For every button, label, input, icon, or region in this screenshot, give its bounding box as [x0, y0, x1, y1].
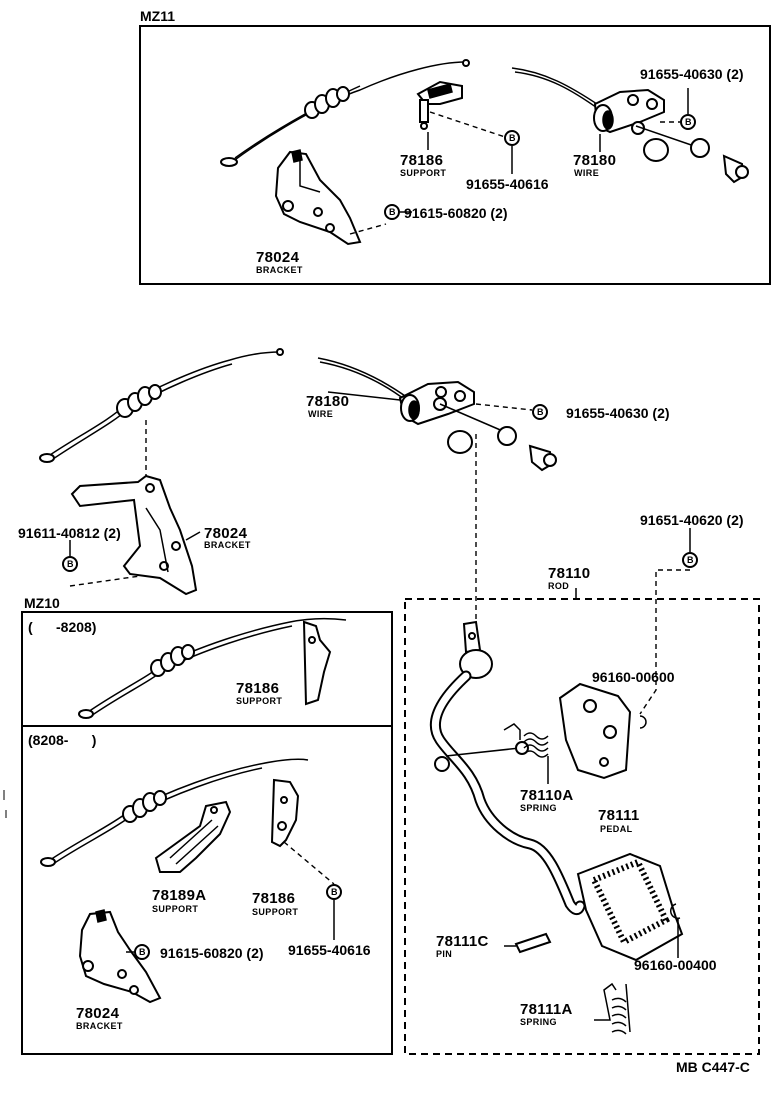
main-bolt-a-part-number: 91655-40630 (2)	[566, 405, 670, 421]
mz10-range-early: ( -8208)	[28, 619, 97, 635]
pin-part-number: 78111C	[436, 933, 489, 950]
main-bracket-part-name: BRACKET	[204, 540, 251, 550]
mz11-bolt-c-part-number: 91615-60820 (2)	[404, 205, 508, 221]
main-bolt-c-part-number: 91651-40620 (2)	[640, 512, 744, 528]
rod-78110	[429, 620, 586, 916]
mz11-support-part-number: 78186	[400, 152, 444, 169]
clip-96160-00600-bracket	[558, 682, 647, 780]
mz11-wire-78180	[511, 67, 749, 184]
main-leader-wire-label	[327, 391, 401, 401]
rod-pedal-frame	[404, 598, 760, 1055]
mz11-support-part-name: SUPPORT	[400, 168, 447, 178]
mz10-support-a-part-number: 78189A	[152, 887, 207, 904]
mz10-early-support-part-name: SUPPORT	[236, 696, 283, 706]
mz11-bolt-mark-b: B	[509, 133, 516, 143]
main-leader-bracket-bolt	[69, 575, 141, 587]
spring-78110a	[503, 723, 549, 784]
mz11-bracket-part-number: 78024	[256, 249, 300, 266]
rod-part-name: ROD	[548, 581, 570, 591]
main-bolt-mark-c: B	[687, 555, 694, 565]
mz10-early-cable	[78, 617, 347, 719]
main-wire-78180	[317, 357, 557, 472]
mz11-bolt-symbol-c	[384, 204, 400, 220]
pedal-part-number: 78111	[598, 807, 640, 824]
rod-part-number: 78110	[548, 565, 591, 582]
mz10-bolt-symbol-a	[134, 944, 150, 960]
section-title-mz11: MZ11	[140, 8, 176, 24]
mz10-early-support-78186	[302, 620, 332, 706]
spring-b-part-number: 78111A	[520, 1001, 573, 1018]
main-wire-part-name: WIRE	[308, 409, 334, 419]
mz11-bolt-mark-a: B	[685, 117, 692, 127]
clip-b-part-number: 96160-00400	[634, 957, 717, 973]
mz10-frame	[21, 611, 393, 1055]
mz11-bolt-symbol-a	[680, 114, 696, 130]
mz11-support-78186	[416, 80, 463, 130]
figure-code: MB C447-C	[676, 1059, 750, 1075]
pedal-78111	[576, 852, 684, 962]
mz11-throttle-cable	[220, 59, 470, 167]
mz10-bolt-mark-b: B	[331, 887, 338, 897]
mz10-bracket-part-number: 78024	[76, 1005, 120, 1022]
spring-78111a	[594, 982, 631, 1035]
mz10-support-b-part-number: 78186	[252, 890, 296, 907]
mz10-late-cable	[40, 758, 309, 867]
mz10-support-78186	[270, 778, 300, 848]
mz10-support-78189a	[154, 800, 232, 873]
mz11-bolt-b-part-number: 91655-40616	[466, 176, 549, 192]
mz10-support-a-part-name: SUPPORT	[152, 904, 199, 914]
main-bracket-part-number: 78024	[204, 525, 248, 542]
mz11-bracket-78024	[274, 149, 362, 246]
mz11-wire-part-number: 78180	[573, 152, 617, 169]
pin-part-name: PIN	[436, 949, 453, 959]
main-bolt-b-part-number: 91611-40812 (2)	[18, 525, 121, 541]
mz11-bracket-part-name: BRACKET	[256, 265, 303, 275]
main-leader-bracket-label	[185, 531, 201, 541]
mz11-bolt-mark-c: B	[389, 207, 396, 217]
main-bolt-symbol-c	[682, 552, 698, 568]
spring-a-part-name: SPRING	[520, 803, 557, 813]
mz10-range-late: (8208- )	[28, 732, 97, 748]
spring-b-part-name: SPRING	[520, 1017, 557, 1027]
mz11-leader-bracket	[349, 223, 387, 235]
mz11-wire-part-name: WIRE	[574, 168, 600, 178]
main-bolt-symbol-a	[532, 404, 548, 420]
mz11-leader-support	[429, 111, 509, 139]
mz10-bolt-mark-a: B	[139, 947, 146, 957]
mz10-bracket-78024	[78, 909, 162, 1004]
section-title-mz10: MZ10	[24, 595, 60, 611]
pin-78111c	[504, 932, 552, 954]
mz11-bolt-symbol-b	[504, 130, 520, 146]
main-bolt-mark-a: B	[537, 407, 544, 417]
mz10-leader-support	[283, 841, 335, 885]
main-leader-bolt-c	[639, 569, 690, 715]
scan-edge-mark	[3, 790, 7, 818]
mz10-support-b-part-name: SUPPORT	[252, 907, 299, 917]
main-wire-part-number: 78180	[306, 393, 350, 410]
main-bolt-mark-b: B	[67, 559, 74, 569]
clip-96160-00400	[670, 903, 681, 958]
clip-a-part-number: 96160-00600	[592, 669, 675, 685]
mz11-frame	[139, 25, 771, 285]
main-bracket-78024	[70, 474, 198, 596]
mz10-early-support-part-number: 78186	[236, 680, 280, 697]
main-throttle-cable	[39, 348, 284, 463]
mz10-bolt-b-part-number: 91655-40616	[288, 942, 371, 958]
main-leader-wire-bolt	[475, 403, 533, 411]
mz10-bolt-symbol-b	[326, 884, 342, 900]
pedal-part-name: PEDAL	[600, 824, 633, 834]
mz11-bolt-a-part-number: 91655-40630 (2)	[640, 66, 744, 82]
mz10-bolt-a-part-number: 91615-60820 (2)	[160, 945, 264, 961]
spring-a-part-number: 78110A	[520, 787, 574, 804]
main-bolt-symbol-b	[62, 556, 78, 572]
mz10-bracket-part-name: BRACKET	[76, 1021, 123, 1031]
